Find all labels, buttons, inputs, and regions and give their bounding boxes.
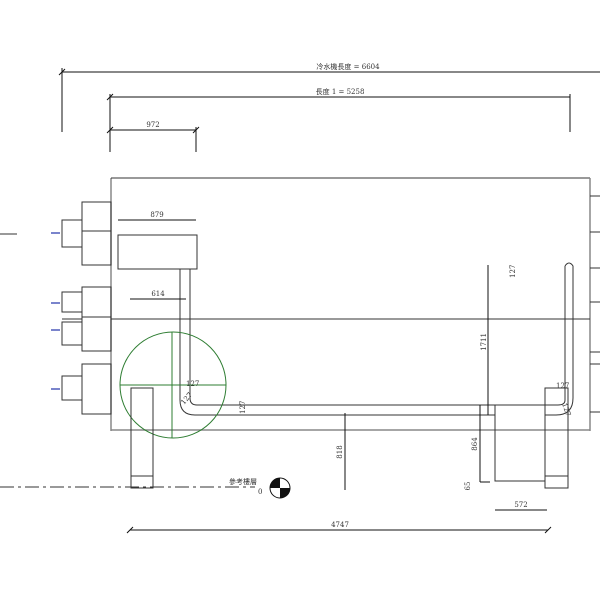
dimension-length-1: 長度 1 = 5258 xyxy=(106,87,571,152)
dimension-572: 572 xyxy=(495,501,547,511)
reference-level-label: 參考樓層 xyxy=(229,477,257,486)
dimension-text: 4747 xyxy=(331,521,349,529)
right-support xyxy=(544,387,569,489)
pipe xyxy=(179,262,574,416)
dimension-text: 127 xyxy=(560,402,572,417)
dimension-864: 864 xyxy=(471,405,490,483)
detail-circle xyxy=(119,331,227,439)
pump-box xyxy=(494,404,546,482)
chiller-body xyxy=(110,177,591,431)
datum-symbol-icon xyxy=(269,477,291,499)
dimension-text: 864 xyxy=(471,437,479,451)
dimension-text: 長度 1 = 5258 xyxy=(316,87,365,96)
left-support xyxy=(130,387,154,489)
dimension-text: 1711 xyxy=(480,333,488,351)
dimension-text: 127 xyxy=(509,265,517,278)
dimension-text: 127 xyxy=(186,380,199,388)
dimension-text: 127 xyxy=(556,382,569,390)
dimension-614: 614 xyxy=(130,290,186,300)
dimension-text: 65 xyxy=(464,482,472,491)
right-connection-boxes xyxy=(590,195,600,413)
dimension-1711: 1711 xyxy=(480,265,489,415)
upper-unit-box xyxy=(117,234,198,270)
dimension-text: 879 xyxy=(150,211,163,219)
dimension-text: 818 xyxy=(336,445,344,458)
dimension-text: 972 xyxy=(146,121,159,129)
dimension-818: 818 xyxy=(336,413,346,490)
dimension-879: 879 xyxy=(118,211,196,221)
dimension-text: 冷水機長度 = 6604 xyxy=(316,62,380,71)
dimension-text: 127 xyxy=(239,401,247,414)
left-connection-boxes xyxy=(51,201,112,415)
dimension-972: 972 xyxy=(106,121,200,152)
dimension-text: 572 xyxy=(514,501,527,509)
dimension-text: 614 xyxy=(151,290,165,298)
dimension-4747: 4747 xyxy=(126,521,552,534)
dimension-chiller-length: 冷水機長度 = 6604 xyxy=(58,62,600,132)
reference-level-value: 0 xyxy=(258,488,262,496)
